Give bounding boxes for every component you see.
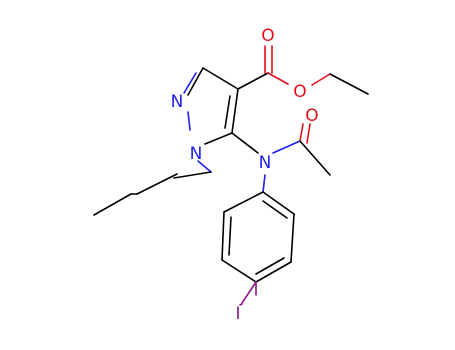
bond-c3-n2-inner (183, 72, 197, 94)
atom-n-ring: N (171, 92, 184, 112)
bond-ar-1 (223, 191, 264, 213)
atom-labels: N N N O O O I (171, 26, 319, 324)
bond-c5-n1 (204, 132, 233, 145)
iodophenyl-ring (221, 174, 295, 306)
bond-namide-cipso (262, 174, 266, 193)
bond-n2-n1 (187, 111, 191, 131)
atom-iodine: I (235, 304, 240, 324)
atom-o-ester: O (293, 82, 306, 102)
bond-ar-3 (221, 259, 257, 283)
atom-o-carbonyl: O (261, 26, 274, 46)
bond-ar-4 (255, 261, 292, 283)
n-acetyl-group (231, 123, 331, 176)
bond-cacyl-o-b (306, 123, 311, 144)
bond-c3-c4 (202, 67, 239, 90)
atom-n-amide: N (259, 153, 272, 173)
bond-c1-c2 (136, 173, 178, 195)
atom-o-acetyl: O (305, 106, 318, 126)
bond-ar-5 (290, 213, 295, 263)
bond-ar-6 (262, 191, 295, 215)
bond-ar-2 (221, 211, 225, 261)
bond-ch2-ch3 (329, 73, 369, 95)
bond-cacyl-o-a (299, 123, 304, 142)
bond-o-ch2 (311, 73, 331, 86)
atom-n1: N (190, 144, 203, 164)
bond-cacyl-ch3 (299, 140, 331, 176)
bond-c-i (241, 281, 257, 304)
pyrazole-ring (183, 67, 239, 145)
bond-c3-c4 (93, 193, 132, 216)
bond-c3-n2 (187, 67, 204, 96)
bond-ar-6-inner (262, 200, 288, 219)
bond-ar-4-inner (255, 257, 285, 275)
bond-c4-ccarbonyl (237, 72, 269, 90)
bond-c4-c5-inner (224, 95, 231, 129)
ethyl-ester-group (237, 45, 369, 95)
bond-n1-c1 (197, 160, 212, 173)
bond-namide-cacyl (272, 140, 301, 154)
butyl-chain (93, 160, 212, 216)
bond-c-o-ester (267, 72, 289, 85)
bond-c4-c5 (231, 88, 239, 134)
bond-c1-c2-a (173, 171, 212, 179)
bond-c-i-b (239, 303, 243, 306)
bond-ar-2-inner (228, 216, 232, 256)
bond-c5-namide (231, 132, 259, 154)
